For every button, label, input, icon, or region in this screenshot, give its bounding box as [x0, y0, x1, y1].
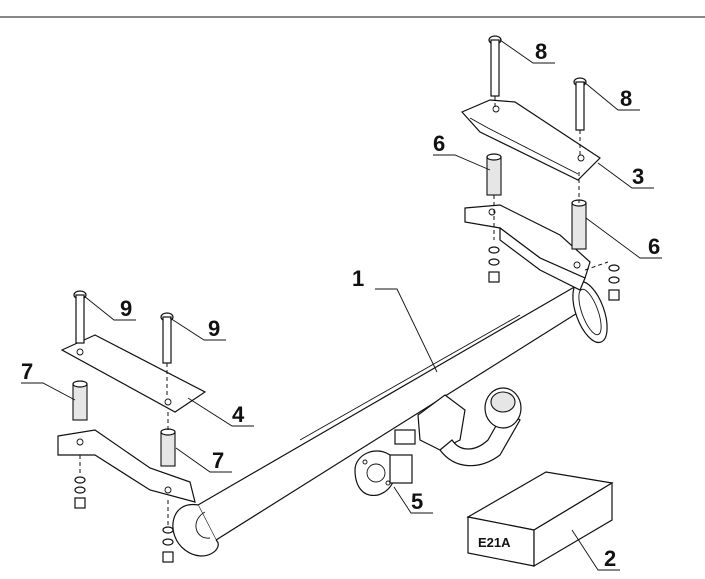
label-1: 1 — [352, 266, 364, 291]
plate-3 — [460, 99, 601, 181]
right-bracket — [464, 204, 591, 291]
label-6-upper: 6 — [433, 131, 445, 156]
leader-lines — [21, 39, 662, 571]
spacer-7-left — [72, 380, 88, 421]
label-6-lower: 6 — [648, 234, 660, 259]
tow-ball-assembly — [394, 387, 522, 467]
spacer-7-right — [160, 412, 176, 467]
fasteners-left — [74, 455, 174, 563]
label-8-upper: 8 — [535, 39, 547, 64]
bolt-9-right — [160, 312, 174, 398]
bolt-8-left — [488, 35, 502, 108]
label-9-right: 9 — [208, 316, 220, 341]
label-8-lower: 8 — [620, 86, 632, 111]
bolt-8-right — [573, 77, 587, 156]
label-3: 3 — [632, 164, 644, 189]
label-4: 4 — [232, 402, 245, 427]
label-5: 5 — [411, 489, 423, 514]
left-bracket — [57, 429, 196, 503]
label-7-left: 7 — [21, 359, 33, 384]
socket-5 — [354, 450, 413, 497]
spacer-6-left — [486, 153, 502, 240]
bolt-9-left — [73, 290, 87, 344]
fasteners-right — [488, 246, 620, 301]
cross-tube — [172, 280, 608, 557]
label-9-left: 9 — [120, 296, 132, 321]
spacer-6-right — [571, 172, 587, 250]
label-2: 2 — [604, 546, 616, 571]
label-7-right: 7 — [212, 448, 224, 473]
box-label: E21A — [478, 535, 511, 550]
parts-box — [466, 471, 614, 568]
